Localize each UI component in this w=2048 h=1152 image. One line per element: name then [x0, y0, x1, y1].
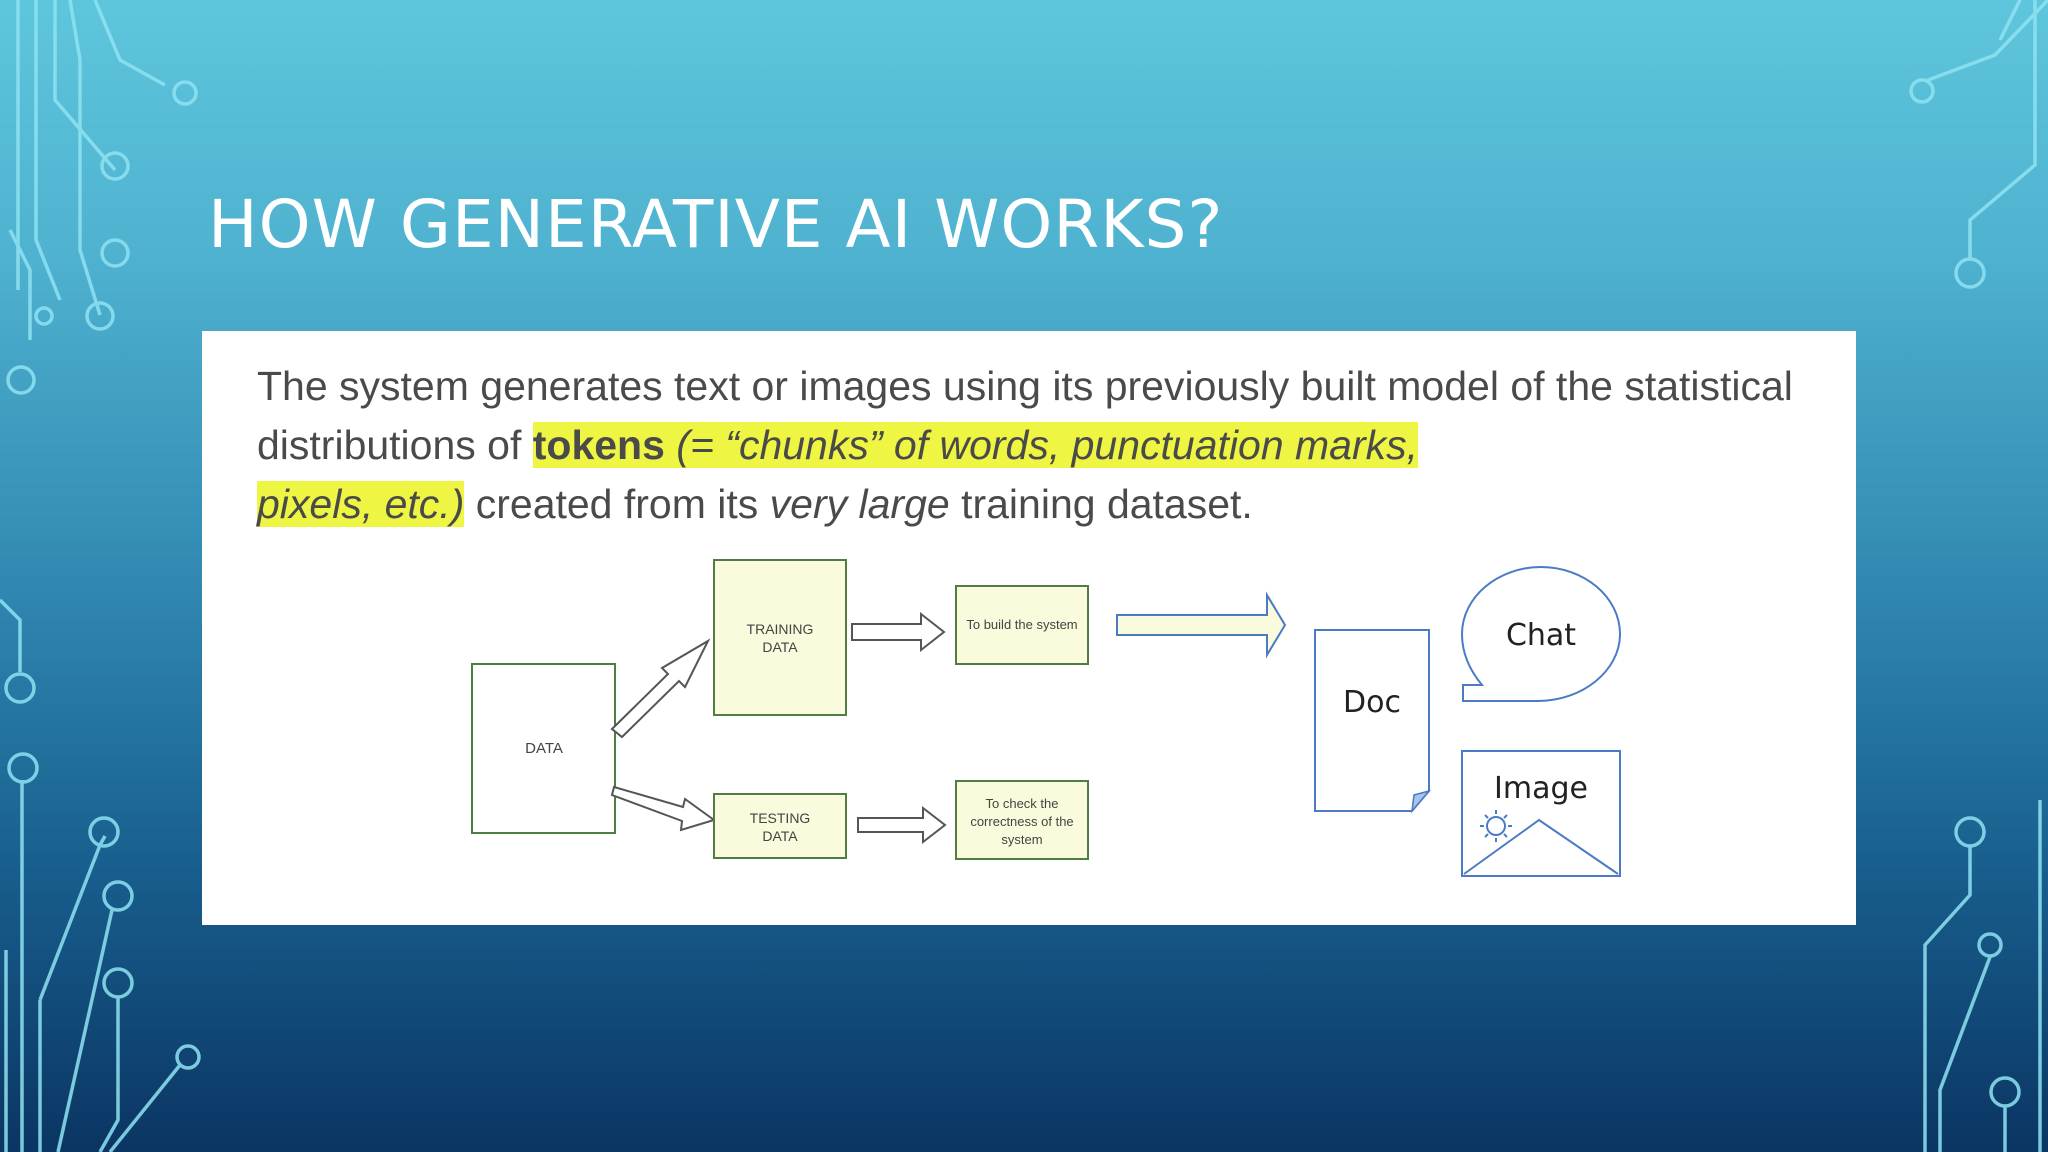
- data-label: DATA: [525, 740, 563, 757]
- tokens-term: tokens: [532, 422, 665, 468]
- check-label-3: system: [1001, 832, 1042, 847]
- check-correctness-box: [955, 780, 1089, 860]
- slide-title: HOW GENERATIVE AI WORKS?: [208, 186, 1224, 263]
- arrow-to-check: [857, 805, 947, 845]
- image-mountain: [1463, 818, 1619, 875]
- doc-label: Doc: [1343, 685, 1401, 720]
- arrow-to-build: [851, 611, 946, 653]
- check-label-1: To check the: [986, 796, 1059, 811]
- arrow-to-testing: [610, 785, 717, 832]
- arrow-to-outputs: [1116, 591, 1287, 659]
- description-paragraph: The system generates text or images usin…: [257, 357, 1817, 534]
- training-data-box: [713, 559, 847, 716]
- very-large-text: very large: [769, 481, 950, 527]
- image-box: [1461, 750, 1621, 877]
- chat-bubble: [1460, 565, 1622, 702]
- data-box: [471, 663, 616, 834]
- image-label: Image: [1494, 771, 1588, 806]
- paragraph-text-1: The system generates text or images usin…: [257, 363, 1793, 468]
- tokens-highlight-2: pixels, etc.): [257, 481, 465, 527]
- check-label-2: correctness of the: [970, 814, 1073, 829]
- build-system-label: To build the system: [966, 617, 1077, 632]
- content-panel: The system generates text or images usin…: [202, 331, 1856, 925]
- paragraph-text-2: created from its: [464, 481, 770, 527]
- testing-label-2: DATA: [762, 828, 798, 844]
- tokens-definition-2: pixels, etc.): [257, 481, 465, 527]
- tokens-highlight: tokens (= “chunks” of words, punctuation…: [532, 422, 1419, 468]
- doc-fold: [1410, 789, 1432, 814]
- chat-label: Chat: [1506, 618, 1576, 653]
- paragraph-text-3: training dataset.: [949, 481, 1253, 527]
- sun-icon: [1480, 810, 1512, 842]
- testing-data-box: [713, 793, 847, 859]
- process-diagram: DATA TRAINING DATA TESTING DATA To build…: [471, 559, 1622, 877]
- training-label-1: TRAINING: [747, 621, 814, 637]
- build-system-box: [955, 585, 1089, 665]
- doc-shape: [1314, 629, 1430, 812]
- arrow-to-training: [610, 638, 711, 739]
- training-label-2: DATA: [762, 639, 798, 655]
- testing-label-1: TESTING: [750, 810, 811, 826]
- tokens-definition-1: (= “chunks” of words, punctuation marks,: [664, 422, 1419, 468]
